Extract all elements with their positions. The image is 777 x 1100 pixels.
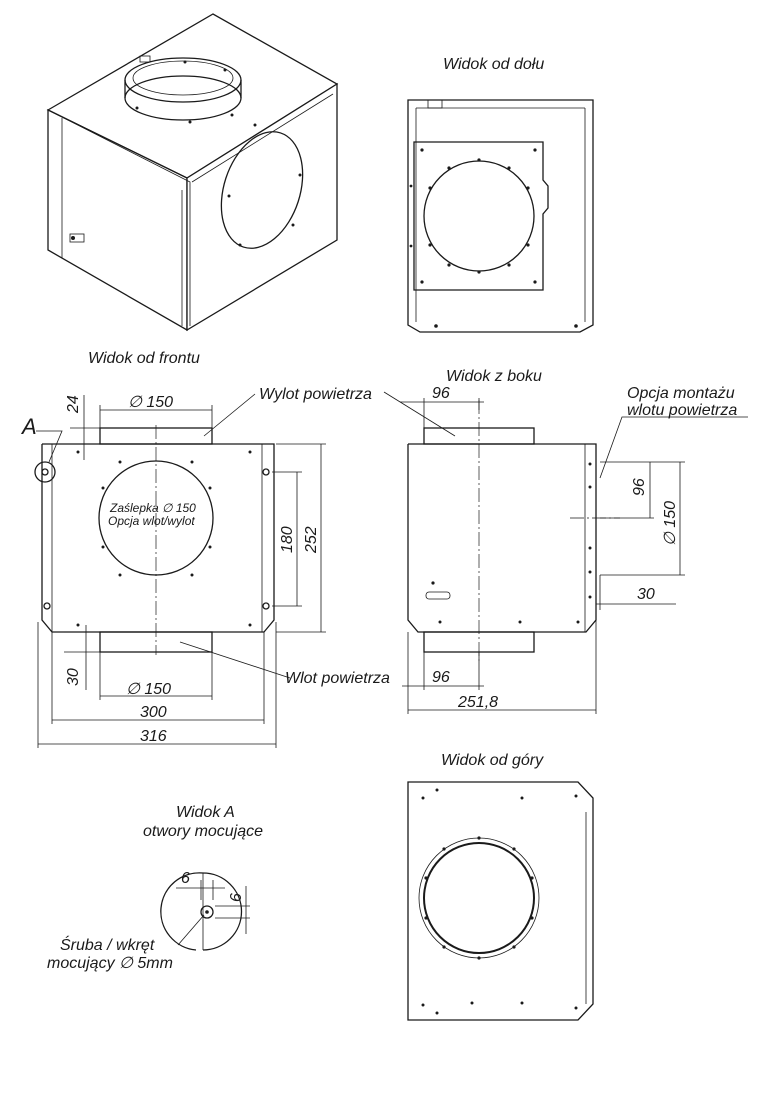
dim-width-inner: 300 xyxy=(140,704,167,721)
dim-option-diameter: ∅ 150 xyxy=(662,501,679,546)
cap-label: Zaślepka ∅ 150 xyxy=(109,501,196,515)
front-view-title: Widok od frontu xyxy=(88,350,200,367)
screw-label-2: mocujący ∅ 5mm xyxy=(47,955,173,972)
bottom-view-title: Widok od dołu xyxy=(443,56,544,73)
detail-a-subtitle: otwory mocujące xyxy=(143,823,263,840)
dim-outlet-diameter: ∅ 150 xyxy=(128,394,173,411)
isometric-view xyxy=(46,13,339,332)
side-view: Widok z boku Opcja montażu wlotu powietr… xyxy=(383,368,748,714)
detail-marker: A xyxy=(20,414,37,439)
bottom-view: Widok od dołu xyxy=(407,56,594,333)
dim-detail-width: 6 xyxy=(181,870,190,887)
dim-inlet-height: 30 xyxy=(65,668,82,686)
cap-option-label: Opcja wlot/wylot xyxy=(108,514,195,528)
dim-option-height: 96 xyxy=(631,478,648,496)
option-label: Opcja montażu xyxy=(627,385,735,402)
dim-side-depth: 251,8 xyxy=(457,694,498,711)
dim-width-outer: 316 xyxy=(140,728,167,745)
inlet-label: Wlot powietrza xyxy=(285,670,390,687)
dim-holes-spacing: 180 xyxy=(279,526,296,553)
dim-front-height: 252 xyxy=(303,526,320,554)
screw-label: Śruba / wkręt xyxy=(60,935,155,954)
top-view-title: Widok od góry xyxy=(441,752,544,769)
dim-side-outlet-width: 96 xyxy=(432,385,450,402)
detail-a-title: Widok A xyxy=(176,804,235,821)
top-view: Widok od góry xyxy=(407,752,594,1021)
front-view: Widok od frontu Zaślepka ∅ 150 Opcja wlo… xyxy=(20,350,390,748)
detail-a-view: Widok A otwory mocujące 6 6 Śruba / wkrę… xyxy=(47,804,263,972)
option-label-2: wlotu powietrza xyxy=(627,402,737,419)
outlet-label: Wylot powietrza xyxy=(259,386,372,403)
dim-detail-height: 6 xyxy=(228,893,245,902)
dim-inlet-diameter: ∅ 150 xyxy=(126,681,171,698)
dim-outlet-height: 24 xyxy=(65,395,82,414)
dim-side-inlet-width: 96 xyxy=(432,669,450,686)
side-view-title: Widok z boku xyxy=(446,368,542,385)
dim-option-offset: 30 xyxy=(637,586,655,603)
